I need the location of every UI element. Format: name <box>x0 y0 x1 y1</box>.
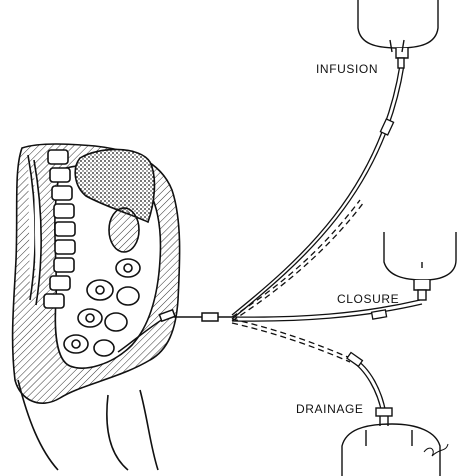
kidney <box>109 208 139 252</box>
drainage-bag <box>342 408 440 476</box>
body-cross-section <box>13 144 180 470</box>
infusion-tube <box>232 65 400 315</box>
closure-label: CLOSURE <box>337 292 399 306</box>
drainage-label: DRAINAGE <box>296 402 363 416</box>
closure-bag <box>384 232 456 300</box>
infusion-bag <box>358 0 438 68</box>
infusion-label: INFUSION <box>316 62 378 76</box>
